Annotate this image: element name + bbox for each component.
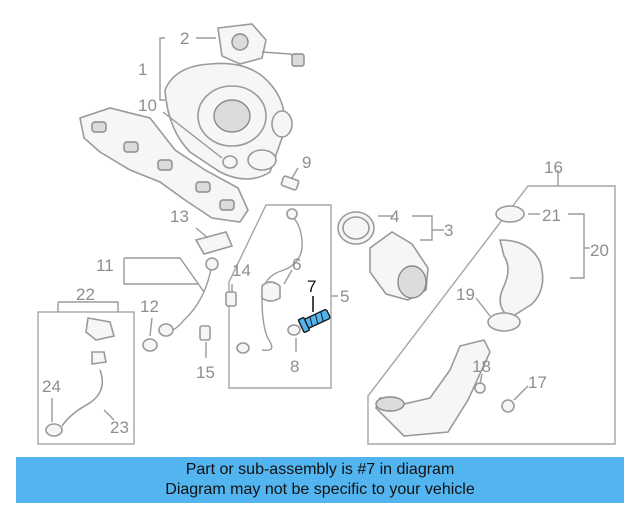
callout-23: 23 bbox=[110, 418, 129, 437]
callout-18: 18 bbox=[472, 357, 491, 376]
charge-pipe-group bbox=[367, 170, 616, 445]
bolt-part-7-highlighted bbox=[297, 309, 331, 333]
callout-16: 16 bbox=[544, 158, 563, 177]
callout-19: 19 bbox=[456, 285, 475, 304]
callout-15: 15 bbox=[196, 363, 215, 382]
hose-group bbox=[37, 301, 135, 445]
banner-line-2: Diagram may not be specific to your vehi… bbox=[165, 481, 475, 498]
callout-4: 4 bbox=[390, 207, 399, 226]
callout-8: 8 bbox=[290, 357, 299, 376]
callout-22: 22 bbox=[76, 285, 95, 304]
callout-3: 3 bbox=[444, 221, 453, 240]
callout-2: 2 bbox=[180, 29, 189, 48]
turbocharger-assembly bbox=[79, 23, 305, 223]
return-line-group bbox=[123, 227, 237, 358]
callout-6: 6 bbox=[292, 255, 301, 274]
callout-21: 21 bbox=[542, 206, 561, 225]
info-banner: Part or sub-assembly is #7 in diagram Di… bbox=[16, 457, 624, 503]
callout-24: 24 bbox=[42, 377, 61, 396]
intake-pipe-group bbox=[337, 211, 444, 301]
oil-line-group bbox=[228, 204, 338, 389]
callout-20: 20 bbox=[590, 241, 609, 260]
banner-line-1: Part or sub-assembly is #7 in diagram bbox=[185, 461, 455, 478]
callout-13: 13 bbox=[170, 207, 189, 226]
callout-1: 1 bbox=[138, 60, 147, 79]
parts-diagram: 1 2 3 4 5 6 7 8 9 10 11 12 13 14 15 16 1… bbox=[37, 23, 616, 445]
callout-7: 7 bbox=[307, 277, 316, 296]
callout-11: 11 bbox=[96, 256, 114, 275]
callout-5: 5 bbox=[340, 287, 349, 306]
callout-12: 12 bbox=[140, 297, 159, 316]
callout-17: 17 bbox=[528, 373, 547, 392]
callout-14: 14 bbox=[232, 261, 251, 280]
callout-9: 9 bbox=[302, 153, 311, 172]
callout-10: 10 bbox=[138, 96, 157, 115]
